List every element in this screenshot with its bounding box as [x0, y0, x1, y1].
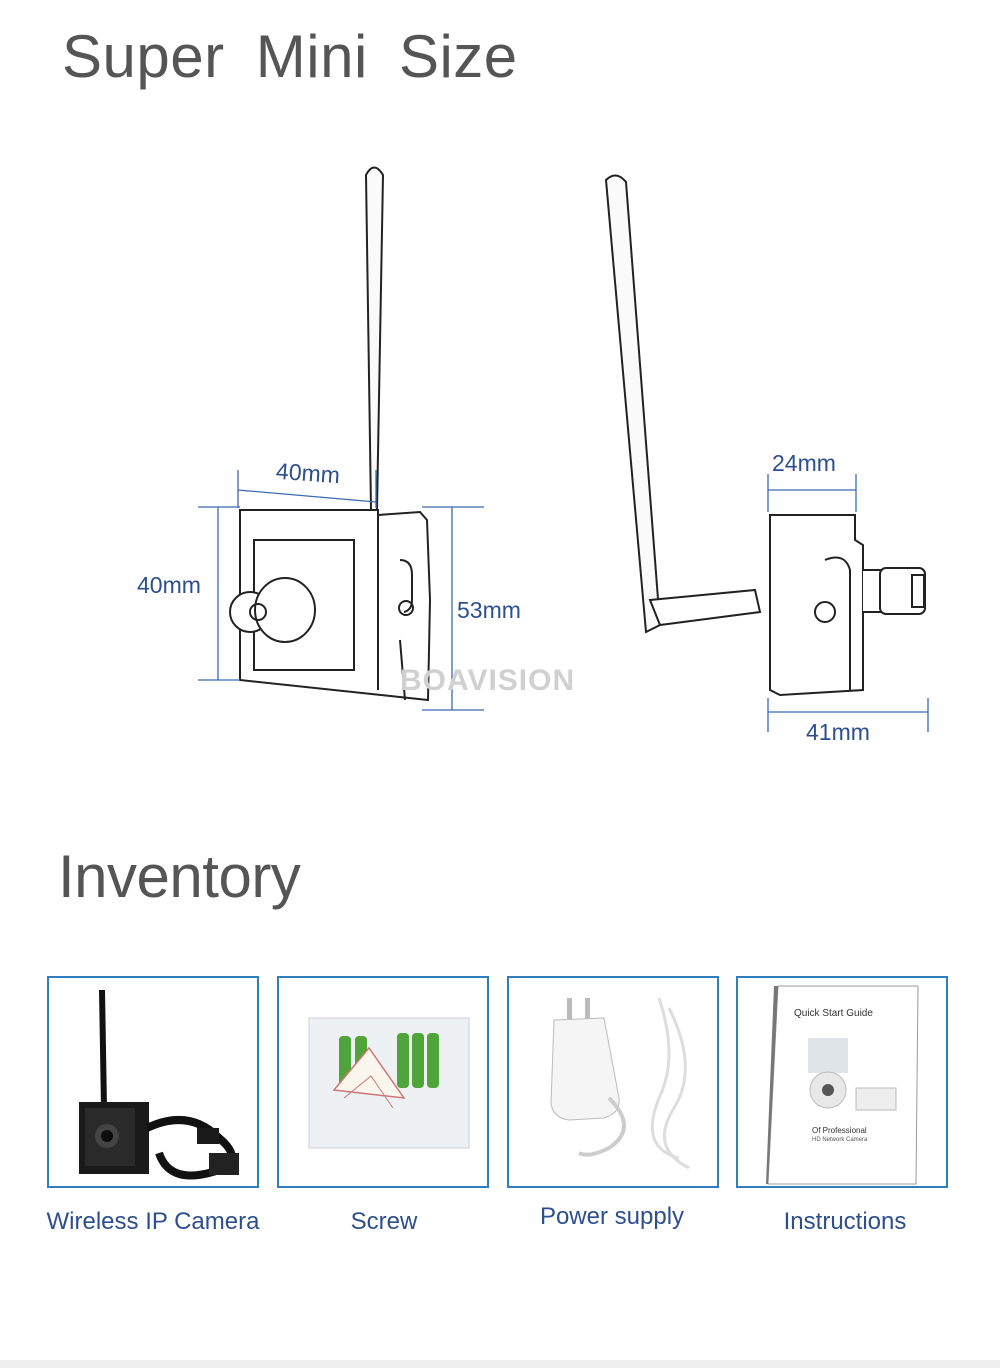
brand-watermark: BOAVISION	[400, 664, 576, 697]
side-camera-body	[769, 514, 864, 697]
inventory-card-camera	[47, 976, 259, 1188]
manual-photo	[766, 985, 919, 1185]
side-bottom-label: 41mm	[806, 719, 870, 745]
power-adapter-photo	[550, 997, 690, 1170]
inventory-card-power	[507, 976, 719, 1188]
side-top-label: 24mm	[772, 450, 836, 476]
side-antenna	[604, 174, 662, 634]
size-section-title: Super Mini Size	[62, 23, 518, 90]
inventory-section-title: Inventory	[58, 843, 301, 910]
caption-screw: Screw	[350, 1208, 418, 1235]
front-height-label: 40mm	[137, 572, 201, 598]
front-width-label: 40mm	[275, 457, 341, 489]
inventory-card-instructions: Quick Start Guide Of Professional HD Net…	[736, 976, 948, 1188]
manual-title: Quick Start Guide	[794, 1008, 873, 1019]
front-depth-label: 53mm	[457, 597, 521, 623]
screw-bag-photo	[308, 1017, 470, 1149]
caption-power: Power supply	[539, 1203, 685, 1230]
manual-subtitle: Of Professional	[812, 1126, 867, 1135]
caption-instructions: Instructions	[783, 1208, 907, 1235]
manual-line2: HD Network Camera	[812, 1137, 868, 1143]
front-antenna	[364, 166, 385, 511]
camera-photo	[79, 990, 239, 1180]
inventory-card-screw	[277, 976, 489, 1188]
bottom-divider	[0, 1360, 1000, 1368]
caption-camera: Wireless IP Camera	[46, 1208, 260, 1235]
dimension-drawing	[198, 166, 929, 732]
